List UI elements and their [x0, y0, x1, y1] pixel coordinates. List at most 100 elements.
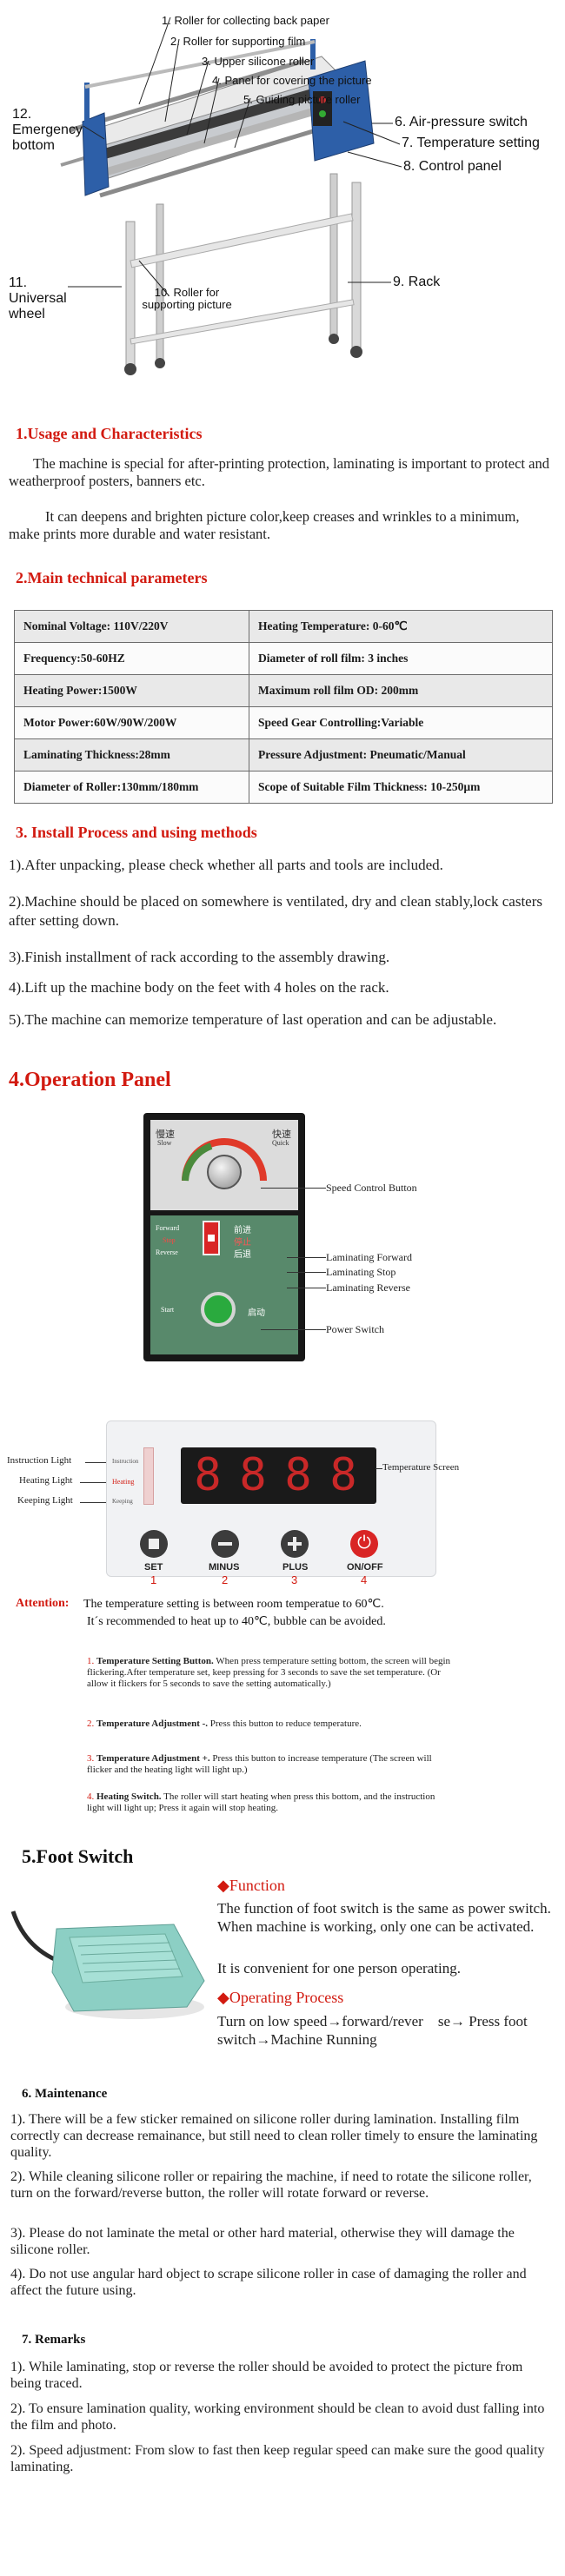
reverse-label-cn: 后退 — [234, 1250, 251, 1260]
param-cell: Laminating Thickness:28mm — [14, 738, 249, 771]
stop-label-en: Stop — [163, 1236, 176, 1244]
screen-digit: 8 — [194, 1449, 222, 1501]
param-cell: Nominal Voltage: 110V/220V — [14, 610, 249, 643]
heating-light-annotation: Heating Light — [19, 1475, 73, 1486]
remarks-item-3: 2). Speed adjustment: From slow to fast … — [10, 2443, 545, 2474]
figure-label-7: 7. Temperature setting — [402, 136, 540, 150]
figure-label-2: 2. Roller for supporting film — [170, 35, 306, 48]
screen-digit: 8 — [239, 1449, 267, 1501]
param-cell: Scope of Suitable Film Thickness: 10-250… — [249, 771, 553, 804]
note-text: Press this button to increase temperatur… — [87, 1753, 432, 1775]
panel-note-1: 1. Temperature Setting Button. When pres… — [87, 1656, 452, 1690]
quick-label-en: Quick — [272, 1139, 289, 1147]
quick-label-cn: 快速 — [272, 1129, 291, 1140]
figure-label-5: 5. Guiding picture roller — [243, 93, 361, 106]
note-number: 4. — [87, 1791, 95, 1802]
note-title: Temperature Adjustment -. — [96, 1718, 209, 1729]
minus-button[interactable] — [211, 1530, 239, 1558]
forward-label-en: Forward — [156, 1224, 180, 1232]
slow-label-cn: 慢速 — [156, 1129, 175, 1140]
figure-label-12: 12. Emergency bottom — [12, 107, 83, 153]
figure-label-10: 10. Roller for supporting picture — [142, 286, 232, 311]
keeping-indicator: Keeping — [112, 1498, 133, 1505]
section-maintenance-title: 6. Maintenance — [22, 2087, 108, 2101]
param-cell: Maximum roll film OD: 200mm — [249, 674, 553, 707]
plus-label: PLUS — [282, 1562, 309, 1573]
remarks-item-1: 1). While laminating, stop or reverse th… — [10, 2360, 523, 2391]
instruction-light-annotation: Instruction Light — [7, 1455, 72, 1466]
install-item-4: 4).Lift up the machine body on the feet … — [9, 979, 389, 996]
laminator-illustration — [60, 39, 375, 375]
table-row: Diameter of Roller:130mm/180mm Scope of … — [14, 771, 553, 804]
heating-indicator: Heating — [112, 1478, 135, 1486]
speed-control-panel: 慢速 Slow 快速 Quick Forward Stop Reverse 前进… — [143, 1113, 305, 1361]
note-title: Temperature Setting Button. — [96, 1656, 214, 1666]
usage-paragraph-1: The machine is special for after-printin… — [9, 455, 549, 489]
note-title: Temperature Adjustment +. — [96, 1753, 210, 1764]
note-title: Heating Switch. — [96, 1791, 162, 1802]
function-text: The function of foot switch is the same … — [217, 1900, 551, 1935]
slow-label-en: Slow — [157, 1139, 172, 1147]
section-install-title: 3. Install Process and using methods — [16, 824, 257, 841]
panel-note-2: 2. Temperature Adjustment -. Press this … — [87, 1718, 452, 1730]
temperature-control-panel: Instruction Heating Keeping 8 8 8 8 ⏻ SE… — [106, 1420, 436, 1586]
temperature-screen: 8 8 8 8 — [181, 1447, 376, 1504]
figure-label-8: 8. Control panel — [403, 159, 502, 174]
power-icon: ⏻ — [357, 1532, 371, 1553]
note-number: 1. — [87, 1656, 95, 1666]
plus-button[interactable] — [281, 1530, 309, 1558]
temperature-screen-annotation: Temperature Screen — [382, 1462, 460, 1473]
operating-process-text: Turn on low speed→forward/rever se→ Pres… — [217, 2013, 528, 2048]
foot-switch-illustration — [10, 1910, 205, 2019]
machine-figure: 1. Roller for collecting back paper 2. R… — [0, 0, 565, 400]
param-cell: Heating Temperature: 0-60℃ — [249, 610, 553, 643]
install-item-3: 3).Finish installment of rack according … — [9, 949, 390, 965]
speed-dial-area: 慢速 Slow 快速 Quick — [150, 1120, 298, 1210]
forward-label-cn: 前进 — [234, 1226, 251, 1235]
install-item-5: 5).The machine can memorize temperature … — [9, 1011, 497, 1028]
section-params-title: 2.Main technical parameters — [16, 569, 208, 586]
panel-note-3: 3. Temperature Adjustment +. Press this … — [87, 1753, 452, 1776]
function-text-2: It is convenient for one person operatin… — [217, 1960, 461, 1977]
maintenance-item-3: 3). Please do not laminate the metal or … — [10, 2226, 515, 2257]
figure-label-6: 6. Air-pressure switch — [395, 115, 528, 129]
figure-label-9: 9. Rack — [393, 275, 441, 289]
stop-label-cn: 停止 — [234, 1238, 251, 1248]
reverse-label-en: Reverse — [156, 1248, 178, 1256]
attention-line-2: It´s recommended to heat up to 40℃, bubb… — [87, 1615, 386, 1628]
param-cell: Heating Power:1500W — [14, 674, 249, 707]
figure-leader-lines — [68, 17, 402, 296]
operating-process-heading: ◆Operating Process — [217, 1989, 344, 2006]
figure-label-3: 3. Upper silicone roller — [202, 55, 315, 68]
attention-line-1: The temperature setting is between room … — [83, 1598, 384, 1611]
maintenance-item-4: 4). Do not use angular hard object to sc… — [10, 2267, 527, 2298]
figure-label-4: 4. Panel for covering the picture — [212, 74, 372, 87]
note-number: 3. — [87, 1753, 95, 1764]
on-off-button[interactable]: ⏻ — [350, 1530, 378, 1558]
table-row: Frequency:50-60HZ Diameter of roll film:… — [14, 642, 553, 675]
set-button[interactable] — [140, 1530, 168, 1558]
speed-arc — [182, 1138, 267, 1182]
table-row: Nominal Voltage: 110V/220V Heating Tempe… — [14, 610, 553, 643]
panel-note-4: 4. Heating Switch. The roller will start… — [87, 1791, 452, 1814]
start-label-en: Start — [161, 1306, 175, 1314]
direction-control-area: Forward Stop Reverse 前进 停止 后退 Start 启动 — [150, 1215, 298, 1354]
reverse-annotation: Laminating Reverse — [326, 1281, 410, 1294]
speed-control-knob[interactable] — [207, 1155, 242, 1189]
note-text: When press temperature setting bottom, t… — [87, 1656, 451, 1689]
param-cell: Speed Gear Controlling:Variable — [249, 706, 553, 739]
param-cell: Diameter of roll film: 3 inches — [249, 642, 553, 675]
stop-annotation: Laminating Stop — [326, 1266, 396, 1278]
note-text: The roller will start heating when press… — [87, 1791, 435, 1813]
direction-switch[interactable] — [203, 1221, 220, 1255]
table-row: Laminating Thickness:28mm Pressure Adjus… — [14, 738, 553, 771]
speed-control-annotation: Speed Control Button — [326, 1182, 417, 1194]
section-foot-switch-title: 5.Foot Switch — [22, 1845, 134, 1867]
install-item-1: 1).After unpacking, please check whether… — [9, 857, 443, 873]
remarks-item-2: 2). To ensure lamination quality, workin… — [10, 2401, 545, 2433]
on-off-label: ON/OFF — [347, 1562, 383, 1573]
power-switch-button[interactable] — [201, 1292, 236, 1327]
maintenance-item-1: 1). There will be a few sticker remained… — [10, 2112, 538, 2160]
screen-digit: 8 — [284, 1449, 312, 1501]
table-row: Heating Power:1500W Maximum roll film OD… — [14, 674, 553, 707]
